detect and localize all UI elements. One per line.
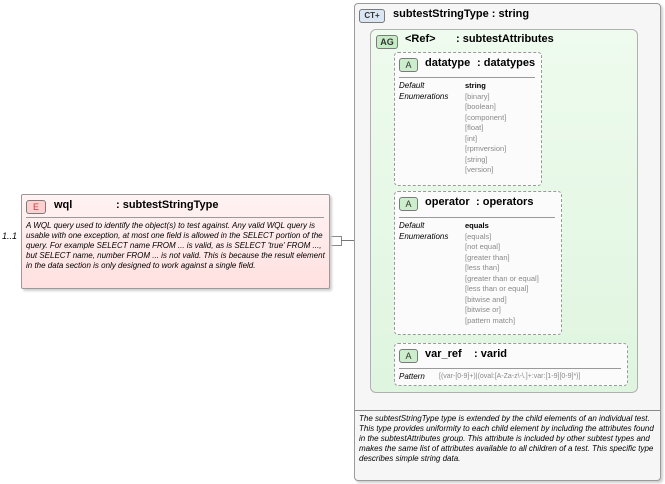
attribute-box-operator[interactable]: A operator : operators Default Enumerati… xyxy=(394,191,562,335)
enumerations-label: Enumerations xyxy=(399,91,449,101)
attribute-name: operator xyxy=(425,196,470,208)
attribute-separator xyxy=(399,77,535,78)
element-separator xyxy=(26,217,324,218)
attribute-separator xyxy=(399,217,555,218)
cardinality-label: 1..1 xyxy=(2,231,18,241)
complex-type-badge: CT+ xyxy=(359,9,385,23)
element-name: wql xyxy=(54,199,73,211)
attribute-group-badge: AG xyxy=(376,35,398,49)
enumeration-list: equals [equals] [not equal] [greater tha… xyxy=(465,221,539,326)
enum-value: [greater than or equal] xyxy=(465,273,539,283)
default-value: string xyxy=(465,81,486,90)
attribute-box-datatype[interactable]: A datatype : datatypes Default Enumerati… xyxy=(394,52,542,186)
attribute-name: datatype xyxy=(425,57,471,69)
attribute-group-type: : subtestAttributes xyxy=(456,33,554,45)
complex-type-documentation: The subtestStringType type is extended b… xyxy=(359,414,654,463)
enum-value: [equals] xyxy=(465,231,492,241)
attribute-type: : operators xyxy=(476,196,534,208)
element-type: : subtestStringType xyxy=(116,199,219,211)
enum-value: [string] xyxy=(465,154,488,164)
default-label: Default xyxy=(399,221,425,230)
enum-value: [version] xyxy=(465,165,494,174)
enumerations-label: Enumerations xyxy=(399,231,449,241)
enum-value: [binary] xyxy=(465,91,490,101)
attribute-group-ref: <Ref> xyxy=(405,33,436,45)
enum-value: [not equal] xyxy=(465,242,501,251)
enum-value: [int] xyxy=(465,133,478,143)
sequence-connector xyxy=(330,236,342,246)
attribute-box-var-ref[interactable]: A var_ref : varid Pattern [(var-[0-9]+)|… xyxy=(394,343,628,386)
attribute-badge: A xyxy=(399,197,418,211)
attribute-separator xyxy=(399,368,621,369)
complex-type-title: subtestStringType : string xyxy=(393,8,530,20)
enum-value: [float] xyxy=(465,123,484,132)
enumeration-list: string [binary] [boolean] [component] [f… xyxy=(465,81,506,176)
attribute-badge: A xyxy=(399,58,418,72)
enum-value: [bitwise or] xyxy=(465,305,501,314)
enum-value: [greater than] xyxy=(465,252,510,262)
element-documentation: A WQL query used to identify the object(… xyxy=(26,221,325,270)
connector-line xyxy=(341,240,354,241)
element-box-wql[interactable]: E wql : subtestStringType A WQL query us… xyxy=(21,194,330,289)
default-label: Default xyxy=(399,81,425,90)
attribute-name: var_ref xyxy=(425,348,462,360)
enum-value: [pattern match] xyxy=(465,315,516,325)
pattern-label: Pattern xyxy=(399,372,425,381)
default-value: equals xyxy=(465,221,489,230)
attribute-badge: A xyxy=(399,349,418,363)
enum-value: [less than] xyxy=(465,263,500,272)
pattern-value: [(var-[0-9]+)|(oval:[A-Za-z\-\.]+:var:[1… xyxy=(439,373,581,380)
enum-value: [bitwise and] xyxy=(465,294,507,304)
attribute-type: : datatypes xyxy=(477,57,536,69)
complex-type-separator xyxy=(355,410,660,411)
enum-value: [component] xyxy=(465,112,507,122)
enum-value: [rpmversion] xyxy=(465,144,507,153)
attribute-type: : varid xyxy=(474,348,508,360)
enum-value: [less than or equal] xyxy=(465,284,529,293)
element-badge: E xyxy=(26,200,46,214)
enum-value: [boolean] xyxy=(465,102,496,111)
